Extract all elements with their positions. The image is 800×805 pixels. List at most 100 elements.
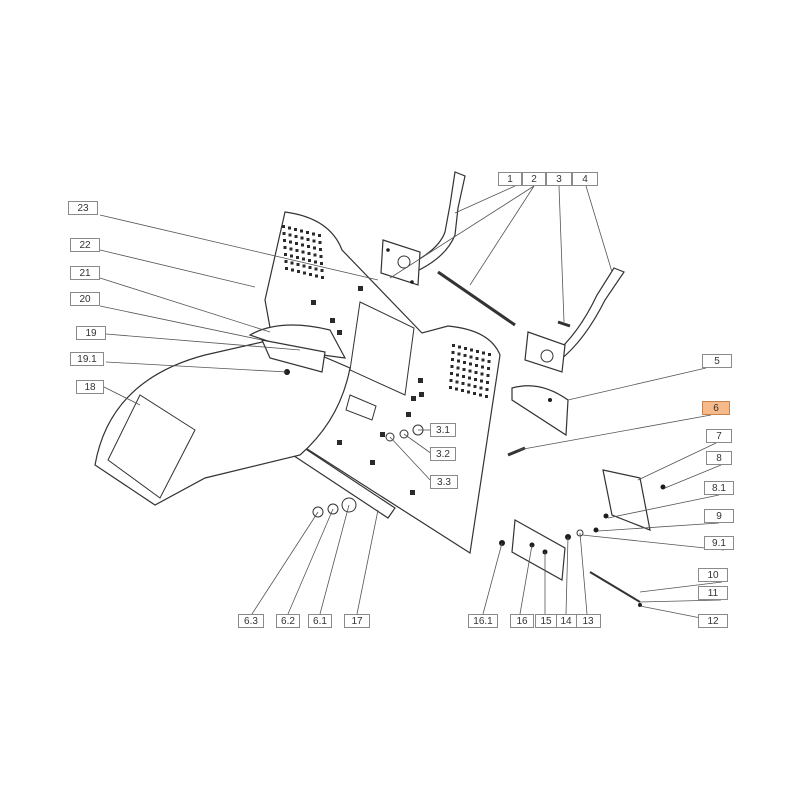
grille-hole: [476, 350, 479, 353]
grille-hole: [295, 242, 298, 245]
callout-23[interactable]: 23: [68, 201, 98, 215]
grille-hole: [318, 234, 321, 237]
callout-13[interactable]: 13: [575, 614, 601, 628]
callout-6-1[interactable]: 6.1: [308, 614, 332, 628]
grille-hole: [461, 389, 464, 392]
callout-11[interactable]: 11: [698, 586, 728, 600]
grille-hole: [480, 372, 484, 376]
part-3-bolt: [557, 320, 571, 328]
grille-hole: [452, 344, 455, 347]
grille-hole: [450, 372, 453, 375]
part-5-bracket: [511, 385, 569, 437]
callout-12[interactable]: 12: [698, 614, 728, 628]
callout-4[interactable]: 4: [572, 172, 598, 186]
grille-hole: [455, 387, 458, 391]
grille-hole: [475, 364, 478, 367]
grille-hole: [488, 353, 491, 356]
callout-22[interactable]: 22: [70, 238, 100, 252]
callout-19[interactable]: 19: [76, 326, 106, 340]
callout-6-3[interactable]: 6.3: [238, 614, 264, 628]
grille-hole: [295, 249, 299, 252]
grille-hole: [314, 267, 318, 271]
grille-hole: [462, 375, 465, 378]
grille-hole: [455, 380, 459, 384]
grille-hole: [461, 382, 465, 385]
grille-hole: [473, 385, 477, 388]
grille-right: [449, 344, 491, 398]
callout-2[interactable]: 2: [522, 172, 546, 186]
grille-hole: [449, 379, 453, 382]
grille-hole: [314, 260, 317, 264]
grille-hole: [473, 392, 476, 395]
grille-hole: [458, 345, 461, 349]
callout-1[interactable]: 1: [498, 172, 522, 186]
grille-hole: [313, 253, 317, 257]
grille-hole: [285, 267, 288, 270]
grille-hole: [482, 351, 485, 355]
callout-8-1[interactable]: 8.1: [704, 481, 734, 495]
grille-hole: [284, 260, 288, 263]
callout-16-1[interactable]: 16.1: [468, 614, 498, 628]
grille-hole: [474, 378, 477, 381]
grille-hole: [486, 374, 490, 377]
callout-5[interactable]: 5: [702, 354, 732, 368]
grille-hole: [481, 365, 484, 369]
part-10-rod: [589, 571, 641, 603]
grille-hole: [319, 255, 323, 258]
callout-6-2[interactable]: 6.2: [276, 614, 300, 628]
leader-lines: [99, 185, 725, 623]
callout-16[interactable]: 16: [510, 614, 534, 628]
grille-hole: [487, 367, 490, 370]
grille-hole: [306, 231, 309, 234]
grille-hole: [479, 393, 482, 397]
grille-hole: [451, 358, 454, 361]
callout-9[interactable]: 9: [704, 509, 734, 523]
grille-hole: [464, 347, 467, 350]
grille-hole: [485, 395, 488, 398]
grille-hole: [312, 232, 315, 236]
grille-hole: [467, 390, 470, 394]
grille-hole: [481, 358, 485, 362]
grille-hole: [308, 266, 312, 269]
callout-14[interactable]: 14: [555, 614, 577, 628]
grille-hole: [319, 248, 322, 251]
grille-hole: [486, 381, 489, 384]
grille-hole: [288, 226, 291, 230]
callout-18[interactable]: 18: [76, 380, 104, 394]
callout-3-2[interactable]: 3.2: [430, 447, 456, 461]
part-7-bracket: [602, 469, 651, 531]
callout-3-1[interactable]: 3.1: [430, 423, 456, 437]
grille-hole: [449, 386, 452, 389]
callout-8[interactable]: 8: [706, 451, 732, 465]
callout-19-1[interactable]: 19.1: [70, 352, 104, 366]
main-panel: [264, 211, 501, 555]
grille-hole: [308, 259, 311, 262]
grille-hole: [290, 254, 293, 258]
callout-9-1[interactable]: 9.1: [704, 536, 734, 550]
callout-21[interactable]: 21: [70, 266, 100, 280]
grille-hole: [283, 239, 286, 242]
callout-3[interactable]: 3: [546, 172, 572, 186]
grille-left: [282, 225, 324, 279]
part-20-21-flap: [248, 324, 347, 359]
grille-hole: [318, 241, 322, 244]
grille-hole: [290, 261, 294, 265]
grille-hole: [457, 352, 461, 356]
grille-hole: [296, 256, 299, 259]
callout-3-3[interactable]: 3.3: [430, 475, 458, 489]
grille-hole: [462, 368, 466, 371]
callout-17[interactable]: 17: [344, 614, 370, 628]
callout-7[interactable]: 7: [706, 429, 732, 443]
grille-hole: [288, 233, 292, 237]
callout-10[interactable]: 10: [698, 568, 728, 582]
grille-hole: [456, 373, 459, 377]
callout-15[interactable]: 15: [535, 614, 557, 628]
grille-hole: [313, 246, 316, 250]
grille-hole: [294, 235, 298, 238]
callout-20[interactable]: 20: [70, 292, 100, 306]
grille-hole: [294, 228, 297, 231]
grille-hole: [474, 371, 478, 374]
callout-6[interactable]: 6: [702, 401, 730, 415]
grille-hole: [468, 376, 471, 380]
